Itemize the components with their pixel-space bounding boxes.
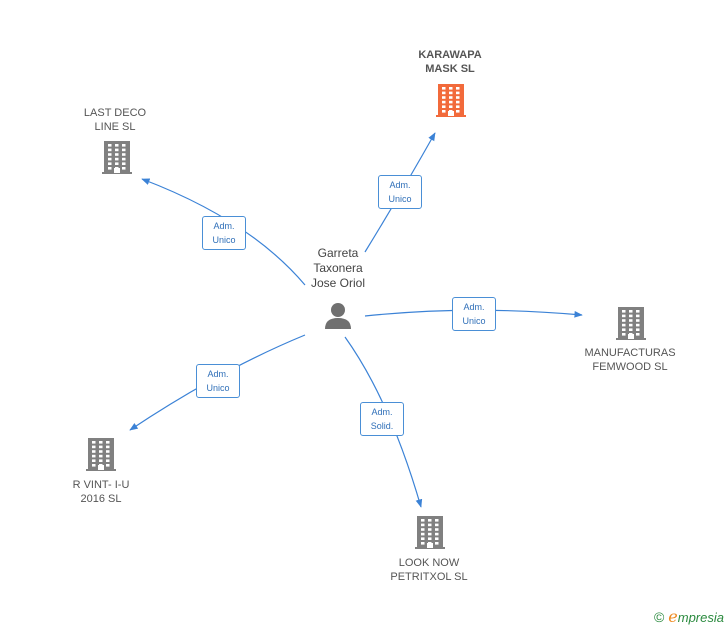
relation-label-lastdeco: Adm. Unico (202, 216, 246, 250)
building-icon[interactable] (86, 438, 116, 471)
relation-label-looknow: Adm. Solid. (360, 402, 404, 436)
person-icon[interactable] (325, 303, 351, 329)
company-name-karawapa[interactable]: KARAWAPA MASK SL (418, 49, 482, 75)
brand-footer: ©empresia (654, 607, 724, 626)
person-name[interactable]: Garreta Taxonera Jose Oriol (310, 246, 366, 290)
company-name-manufacturas[interactable]: MANUFACTURAS FEMWOOD SL (584, 347, 676, 373)
brand-name: mpresia (677, 610, 724, 625)
company-name-looknow[interactable]: LOOK NOW PETRITXOL SL (390, 557, 468, 583)
copyright-symbol: © (653, 609, 665, 625)
building-icon[interactable] (102, 141, 132, 174)
brand-logo-initial: e (668, 607, 678, 626)
edges (129, 132, 583, 508)
relation-label-rvint: Adm. Unico (196, 364, 240, 398)
relation-label-karawapa: Adm. Unico (378, 175, 422, 209)
building-icon[interactable] (436, 84, 466, 117)
building-icon[interactable] (616, 307, 646, 340)
building-icon[interactable] (415, 516, 445, 549)
company-name-lastdeco[interactable]: LAST DECO LINE SL (83, 107, 147, 133)
company-name-rvint[interactable]: R VINT- I-U 2016 SL (72, 479, 130, 505)
relation-label-manufacturas: Adm. Unico (452, 297, 496, 331)
